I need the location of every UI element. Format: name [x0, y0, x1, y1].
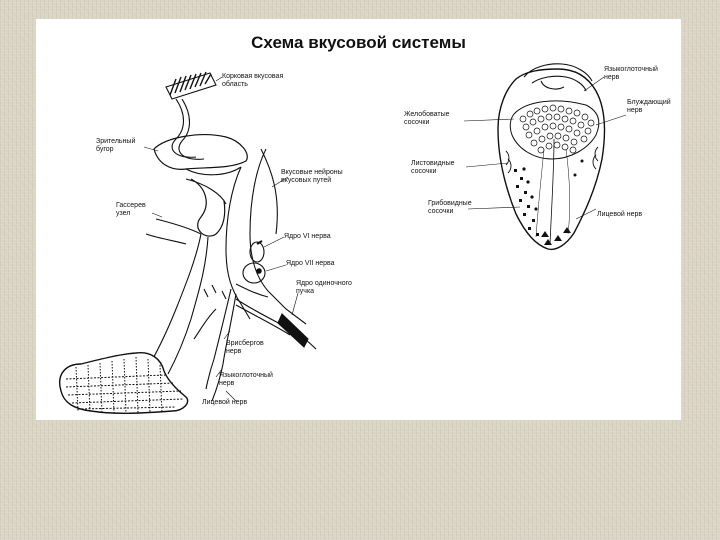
tongue-sagittal: [59, 352, 189, 415]
brainstem-contour: [225, 166, 251, 320]
label-facial-nerve-right: Лицевой нерв: [597, 210, 642, 218]
taste-pathway-diagram: [59, 71, 317, 415]
nucleus-7: [242, 262, 266, 284]
nucleus-6: [249, 241, 265, 263]
circumvallate-region: [509, 100, 600, 160]
cortex-taste-area: [165, 71, 217, 100]
tongue-outline: [497, 68, 606, 251]
thalamus: [153, 134, 248, 170]
label-nucleus-6: Ядро VI нерва: [284, 233, 331, 240]
foliate-papillae: [505, 146, 599, 174]
label-facial-nerve-left: Лицевой нерв: [202, 398, 247, 406]
slide-panel: Схема вкусовой системы: [36, 19, 681, 420]
tongue-surface-diagram: [463, 63, 627, 251]
gasserian-ganglion: [190, 178, 226, 237]
slide-title: Схема вкусовой системы: [251, 33, 466, 52]
fungiform-papillae: [514, 159, 584, 245]
label-nucleus-7: Ядро VII нерва: [286, 260, 335, 267]
